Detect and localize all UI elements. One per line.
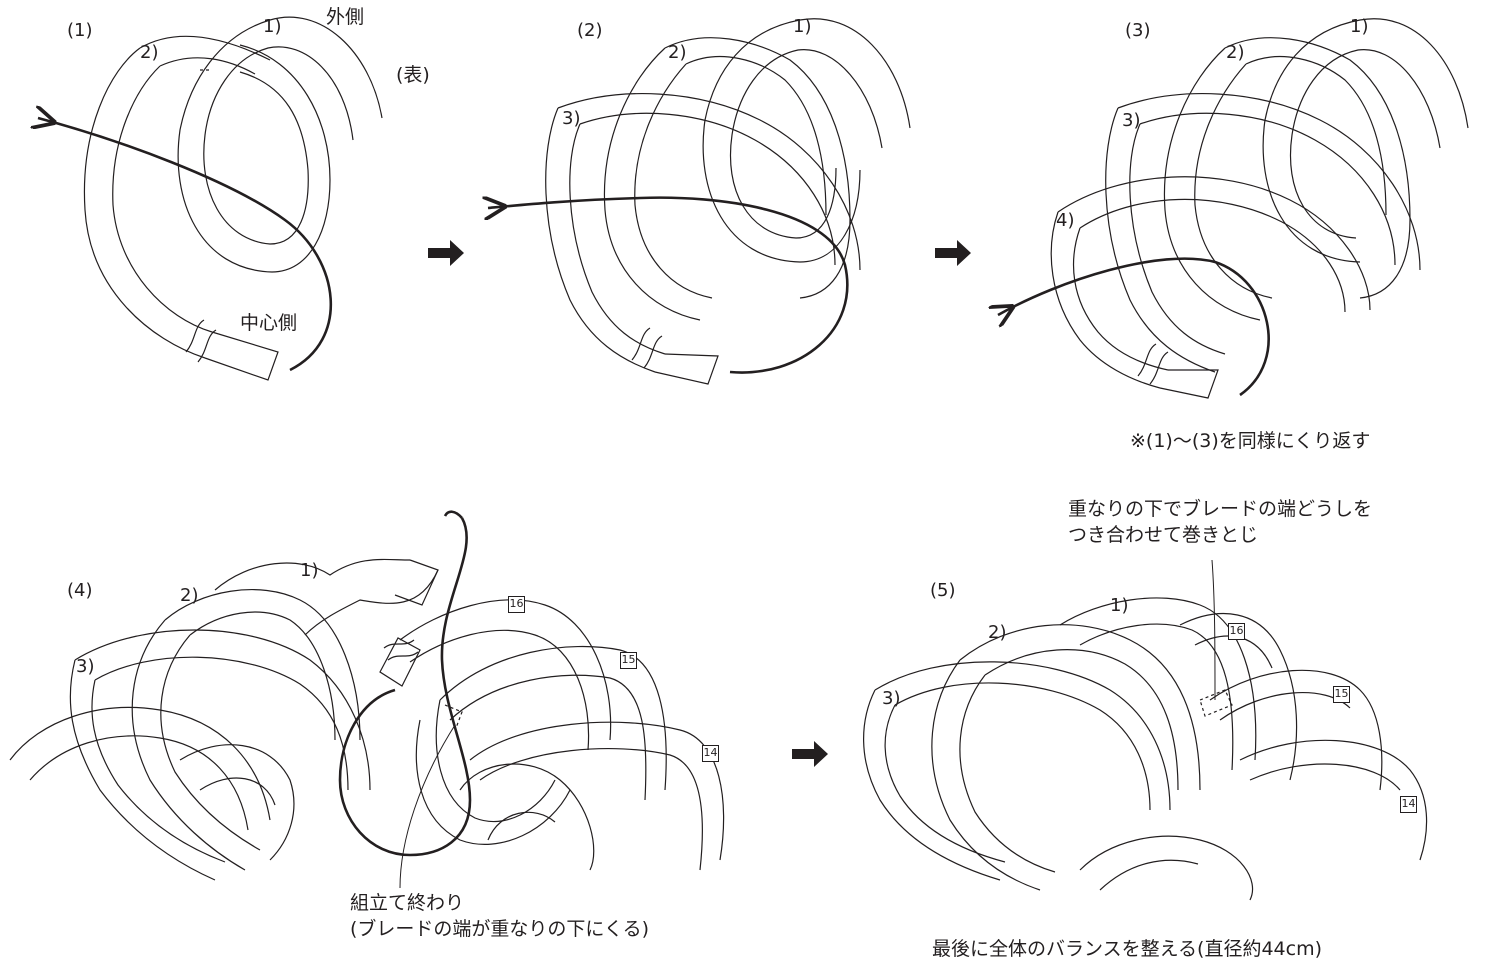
strand-box-14: 14 <box>1400 796 1417 813</box>
step-label-3: (3) <box>1125 20 1151 41</box>
step1-strand-2 <box>83 47 206 359</box>
strand-box-14: 14 <box>702 745 719 762</box>
step5-strand-15 <box>1209 669 1383 791</box>
strand-label-1: 1) <box>263 16 282 37</box>
step3-strand-1 <box>1262 18 1469 263</box>
outer-side-label: 外側 <box>326 6 365 28</box>
step4-figure <box>9 558 725 881</box>
step4-strand-16 <box>399 599 612 741</box>
step4-strand-2 <box>131 619 246 871</box>
strand-label-2: 2) <box>180 585 199 606</box>
step5-strand-1 <box>1059 597 1257 761</box>
step-label-1: (1) <box>67 20 93 41</box>
step-label-4: (4) <box>67 580 93 601</box>
join-note: 重なりの下でブレードの端どうしを つき合わせて巻きとじ <box>1068 496 1372 548</box>
step-label-2: (2) <box>577 20 603 41</box>
step2-strand-2 <box>603 47 701 321</box>
step4-leader-line <box>399 724 456 889</box>
arrow-right-icon <box>935 240 971 266</box>
step5-strand-16 <box>1179 613 1298 781</box>
final-note: 最後に全体のバランスを整える(直径約44cm) <box>932 938 1323 960</box>
center-side-label: 中心側 <box>240 312 298 334</box>
join-note-line1: 重なりの下でブレードの端どうしを <box>1068 498 1373 520</box>
step5-strand-14 <box>1239 739 1428 861</box>
arrow-right-icon <box>428 240 464 266</box>
strand-label-1: 1) <box>1110 595 1129 616</box>
step2-figure <box>545 18 911 385</box>
strand-label-1: 1) <box>793 16 812 37</box>
step4-strand-14 <box>469 721 725 861</box>
strand-label-3: 3) <box>882 688 901 709</box>
step2-thread <box>488 198 849 374</box>
strand-label-2: 2) <box>1226 42 1245 63</box>
step4-thread <box>338 517 472 857</box>
step4-strand-3 <box>69 659 216 881</box>
step1-strand-1 <box>177 16 383 273</box>
arrow-right-icon <box>792 741 828 767</box>
strand-label-4: 4) <box>1056 210 1075 231</box>
step3-figure <box>1050 18 1469 399</box>
strand-label-1: 1) <box>1350 16 1369 37</box>
strand-label-3: 3) <box>1122 110 1141 131</box>
repeat-note: ※(1)〜(3)を同様にくり返す <box>1130 430 1371 452</box>
step3-thread <box>998 257 1270 397</box>
finish-caption-line1: 組立て終わり <box>350 892 465 914</box>
front-side-label: (表) <box>396 64 430 86</box>
step2-strand-3 <box>545 107 656 373</box>
strand-label-3: 3) <box>76 656 95 677</box>
strand-label-2: 2) <box>988 622 1007 643</box>
strand-label-3: 3) <box>562 108 581 129</box>
step3-strand-2 <box>1163 47 1261 321</box>
step3-strand-3 <box>1105 107 1216 373</box>
step5-leader-line <box>1211 559 1216 701</box>
strand-box-16: 16 <box>1228 623 1245 640</box>
strand-label-1: 1) <box>300 560 319 581</box>
join-note-line2: つき合わせて巻きとじ <box>1068 524 1259 546</box>
finish-caption: 組立て終わり (ブレードの端が重なりの下にくる) <box>350 890 649 942</box>
strand-box-16: 16 <box>508 596 525 613</box>
step-label-5: (5) <box>930 580 956 601</box>
step5-strand-3 <box>863 689 1001 881</box>
step5-strand-2 <box>931 659 1041 891</box>
strand-box-15: 15 <box>1333 686 1350 703</box>
strand-label-2: 2) <box>668 42 687 63</box>
step1-figure <box>83 16 383 381</box>
strand-label-2: 2) <box>140 42 159 63</box>
strand-box-15: 15 <box>620 652 637 669</box>
step1-thread <box>38 118 333 372</box>
step3-strand-4 <box>1050 211 1161 389</box>
finish-caption-line2: (ブレードの端が重なりの下にくる) <box>350 918 650 940</box>
step5-figure <box>863 597 1428 901</box>
step4-strand-1 <box>214 558 411 591</box>
